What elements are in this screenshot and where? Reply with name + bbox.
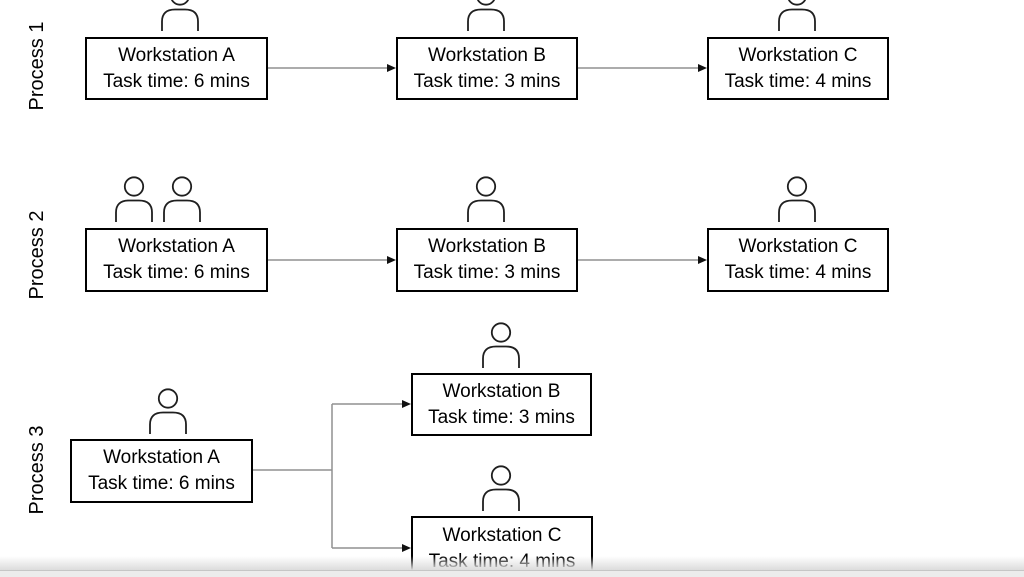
station-task-time: Task time: 4 mins [724,70,872,92]
station-name: Workstation A [118,44,235,66]
window-bottom-bar [0,570,1024,577]
station-task-time: Task time: 6 mins [103,262,250,283]
person-icon [112,176,156,222]
process-1-label: Process 1 [26,21,48,111]
p1-workstation-a: Workstation A Task time: 6 mins [85,37,268,100]
process-3-label: Process 3 [26,425,48,515]
station-name: Workstation B [442,380,561,402]
p2-arrowhead-c [698,256,707,264]
station-task-time: Task time: 6 mins [88,473,235,494]
station-task-time: Task time: 3 mins [413,70,561,92]
window-bottom-fade [0,556,1024,570]
station-task-time: Task time: 3 mins [428,406,575,428]
station-name: Workstation C [738,236,858,257]
p1-arrowhead-b [387,64,396,72]
person-icon [479,322,523,368]
p2-workstation-c: Workstation C Task time: 4 mins [707,228,889,292]
p1-workstation-b: Workstation B Task time: 3 mins [396,37,578,100]
person-icon [775,176,819,222]
p2-arrowhead-b [387,256,396,264]
p1-workstation-c: Workstation C Task time: 4 mins [707,37,889,100]
p3-workstation-a: Workstation A Task time: 6 mins [70,439,253,503]
person-icon [479,465,523,511]
p1-arrowhead-c [698,64,707,72]
station-name: Workstation A [103,447,220,468]
station-task-time: Task time: 3 mins [413,262,561,283]
station-name: Workstation A [118,236,235,257]
station-name: Workstation C [442,525,562,546]
p2-workstation-a: Workstation A Task time: 6 mins [85,228,268,292]
person-icon [464,0,508,31]
station-name: Workstation B [428,236,546,257]
station-name: Workstation C [738,44,858,66]
person-icon [146,388,190,434]
p3-arrowhead-c [402,544,411,552]
person-icon [158,0,202,31]
person-icon [160,176,204,222]
person-icon [775,0,819,31]
p3-arrowhead-b [402,400,411,408]
person-icon [464,176,508,222]
station-task-time: Task time: 4 mins [724,262,872,283]
station-name: Workstation B [428,44,546,66]
p3-workstation-b: Workstation B Task time: 3 mins [411,373,592,436]
station-task-time: Task time: 6 mins [103,70,250,92]
process-2-label: Process 2 [26,210,48,300]
p2-workstation-b: Workstation B Task time: 3 mins [396,228,578,292]
